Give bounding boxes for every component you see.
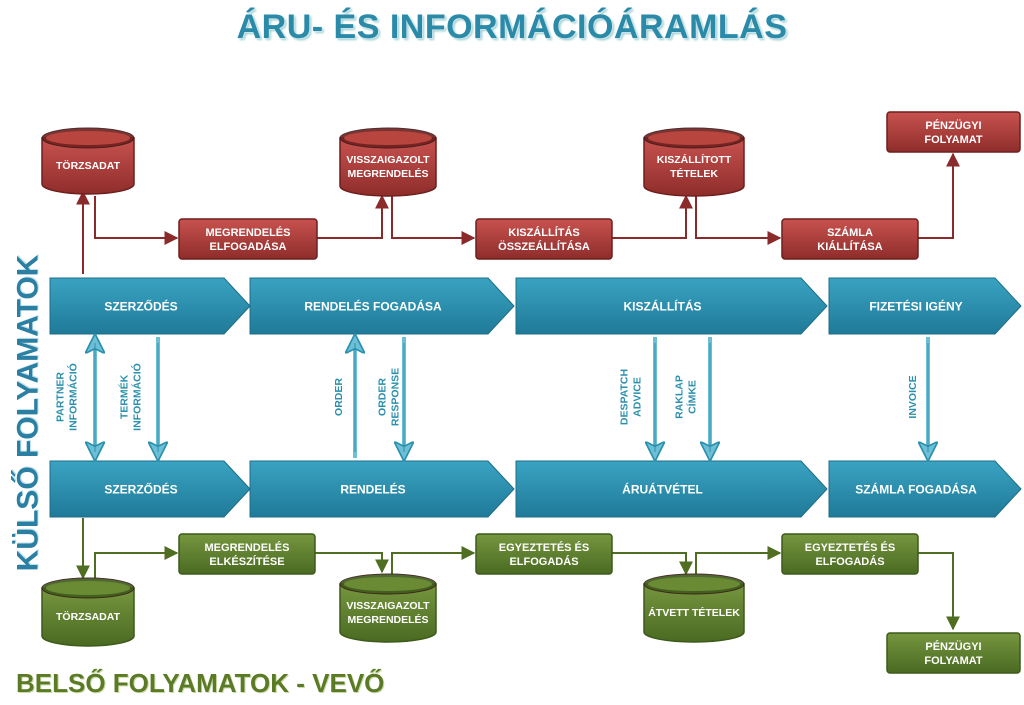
box-penzugyi-folyamat-top: PÉNZÜGYI FOLYAMAT: [886, 111, 1021, 153]
cylinder-visszaigazolt-bottom-line: VISSZAIGAZOLT: [346, 600, 430, 612]
cylinder-torzsadat-bottom: TÖRZSADAT: [41, 577, 135, 647]
box-szamla-kiallitasa-line: KIÁLLÍTÁSA: [817, 240, 882, 253]
message-label-4-line: ADVICE: [632, 377, 644, 417]
chevron-external-3-line: FIZETÉSI IGÉNY: [869, 298, 962, 313]
box-kiszallitas-osszeallitasa-line: ÖSSZEÁLLÍTÁSA: [498, 240, 590, 253]
box-megrendeles-elkeszitese-line: ELKÉSZÍTÉSE: [209, 555, 284, 568]
message-label-0-line: PARTNER: [55, 372, 67, 422]
box-kiszallitas-osszeallitasa-line: KISZÁLLÍTÁS: [508, 226, 580, 239]
box-penzugyi-folyamat-bottom-line: FOLYAMAT: [924, 655, 983, 667]
link-atvett-egyeztetes: [695, 546, 782, 574]
message-label-3-line: ORDER: [377, 378, 389, 416]
chevron-external-3: FIZETÉSI IGÉNY: [828, 277, 1022, 335]
box-penzugyi-folyamat-top-line: PÉNZÜGYI: [925, 119, 981, 132]
link-kiszallitas-kiszallitott: [612, 194, 693, 239]
chevron-internal-1: RENDELÉS: [249, 460, 515, 518]
message-label-2-line: ORDER: [333, 378, 345, 416]
link-szamla-penzugyi: [918, 152, 960, 239]
link-egyeztetes-penzugyi: [918, 552, 960, 631]
box-egyeztetes-elfogadas-1-line: ELFOGADÁS: [509, 555, 578, 568]
chevron-internal-3-line: SZÁMLA FOGADÁSA: [855, 481, 977, 496]
cylinder-torzsadat-top-line: TÖRZSADAT: [56, 159, 121, 172]
box-penzugyi-folyamat-bottom: PÉNZÜGYI FOLYAMAT: [886, 632, 1021, 674]
box-egyeztetes-elfogadas-2-line: ELFOGADÁS: [815, 555, 884, 568]
page-title: ÁRU- ÉS INFORMÁCIÓÁRAMLÁS: [236, 8, 788, 46]
cylinder-kiszallitott-top-line: TÉTELEK: [670, 167, 718, 180]
link-visszaigazolt-egyeztetes: [391, 546, 476, 574]
cylinder-kiszallitott-top-line: KISZÁLLÍTOTT: [657, 153, 732, 166]
link-egyeztetes-atvett: [612, 552, 693, 576]
box-egyeztetes-elfogadas-2-line: EGYEZTETÉS ÉS: [805, 541, 895, 554]
chevron-external-1-line: RENDELÉS FOGADÁSA: [304, 298, 442, 313]
link-torzsadat-megrendeles: [94, 196, 179, 245]
box-penzugyi-folyamat-bottom-line: PÉNZÜGYI: [925, 640, 981, 653]
message-label-4-line: DESPATCH: [619, 369, 631, 425]
chevron-internal-0: SZERZŐDÉS: [49, 460, 251, 518]
message-label-5-line: RAKLAP: [674, 375, 686, 419]
link-visszaigazolt-kiszallitas: [391, 196, 476, 245]
cylinder-atvett-tetelek: ÁTVETT TÉTELEK: [643, 573, 745, 643]
internal-processes-label: BELSŐ FOLYAMATOK - VEVŐ: [16, 668, 385, 698]
cylinder-visszaigazolt-top-line: MEGRENDELÉS: [347, 167, 428, 180]
chevron-internal-3: SZÁMLA FOGADÁSA: [828, 460, 1022, 518]
message-label-2: ORDER: [333, 378, 345, 416]
box-megrendeles-elkeszitese-line: MEGRENDELÉS: [205, 541, 290, 554]
chevron-external-2: KISZÁLLÍTÁS: [515, 277, 828, 335]
cylinder-torzsadat-top: TÖRZSADAT: [41, 127, 135, 195]
message-label-3-line: RESPONSE: [390, 368, 402, 426]
chevron-external-1: RENDELÉS FOGADÁSA: [249, 277, 515, 335]
chevron-internal-2-line: ÁRUÁTVÉTEL: [622, 481, 703, 496]
chevron-external-0-line: SZERZŐDÉS: [104, 298, 177, 313]
message-label-0-line: INFORMÁCIÓ: [67, 363, 80, 431]
cylinder-torzsadat-bottom-line: TÖRZSADAT: [56, 610, 121, 623]
box-penzugyi-folyamat-top-line: FOLYAMAT: [924, 134, 983, 146]
cylinder-visszaigazolt-bottom-line: MEGRENDELÉS: [347, 613, 428, 626]
box-megrendeles-elfogadasa-line: ELFOGADÁSA: [210, 240, 287, 253]
link-torzsadat-megrendeles-belso: [94, 546, 179, 578]
cylinder-atvett-tetelek-line: ÁTVETT TÉTELEK: [648, 606, 740, 619]
message-label-6-line: INVOICE: [907, 375, 919, 418]
link-megrendeles-visszaigazolt: [317, 194, 389, 239]
chevron-external-0: SZERZŐDÉS: [49, 277, 251, 335]
chevron-internal-1-line: RENDELÉS: [340, 481, 405, 496]
message-label-1-line: TERMÉK: [118, 374, 131, 419]
box-szamla-kiallitasa-line: SZÁMLA: [827, 226, 873, 239]
box-egyeztetes-elfogadas-1-line: EGYEZTETÉS ÉS: [499, 541, 589, 554]
link-kiszallitott-szamla: [695, 196, 782, 245]
chevron-internal-0-line: SZERZŐDÉS: [104, 481, 177, 496]
chevron-external-2-line: KISZÁLLÍTÁS: [624, 298, 702, 313]
message-label-5-line: CÍMKE: [686, 380, 699, 414]
box-megrendeles-elfogadasa-line: MEGRENDELÉS: [206, 226, 291, 239]
message-label-1-line: INFORMÁCIÓ: [131, 363, 144, 431]
link-megrendeles-visszaigazolt-belso: [315, 552, 389, 574]
cylinder-visszaigazolt-top-line: VISSZAIGAZOLT: [346, 154, 430, 166]
message-label-6: INVOICE: [907, 375, 919, 418]
chevron-internal-2: ÁRUÁTVÉTEL: [515, 460, 828, 518]
